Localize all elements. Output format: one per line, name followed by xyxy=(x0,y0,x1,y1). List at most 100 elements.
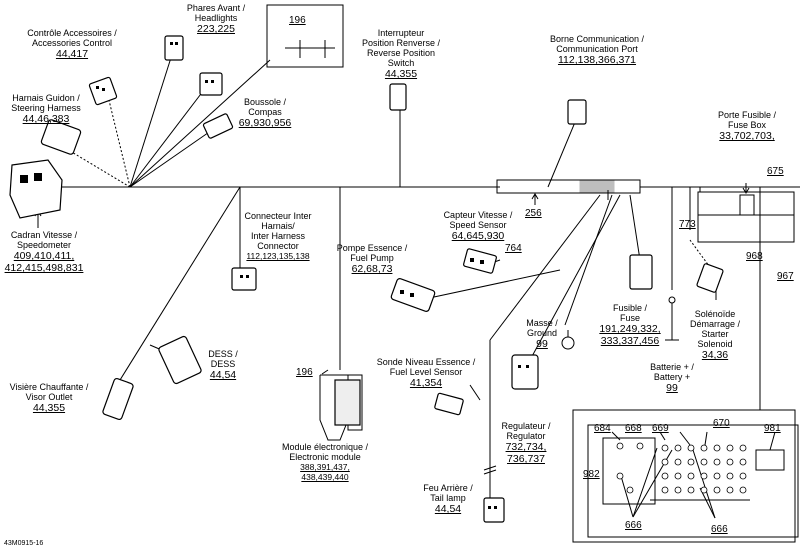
label-line: Borne Communication / xyxy=(549,34,645,44)
ref-number: 44,54 xyxy=(434,503,462,515)
label-line: Headlights xyxy=(194,13,238,23)
label-line: Starter xyxy=(701,329,729,339)
label-compass: Boussole / Compas 69,930,956 xyxy=(234,97,296,129)
label-line: DESS xyxy=(210,359,236,369)
label-line: Position Renverse / xyxy=(361,38,441,48)
label-speedometer: Cadran Vitesse / Speedometer 409,410,411… xyxy=(2,230,86,274)
label-line: Visor Outlet xyxy=(25,392,73,402)
ref-number: 44,355 xyxy=(384,68,418,80)
label-dess: DESS / DESS 44,54 xyxy=(206,349,240,381)
ref-number: 41,354 xyxy=(409,377,443,389)
label-line: Compas xyxy=(248,107,282,117)
label-line: Speedometer xyxy=(16,240,72,250)
figure-code: 43M0915-16 xyxy=(4,540,44,547)
label-line: Cadran Vitesse / xyxy=(10,230,78,240)
label-line: Capteur Vitesse / xyxy=(443,210,513,220)
label-line: Harnais/ xyxy=(261,221,295,231)
ref-668: 668 xyxy=(625,423,642,434)
label-line: Fuel Pump xyxy=(350,253,394,263)
label-fuel-pump: Pompe Essence / Fuel Pump 62,68,73 xyxy=(332,243,412,275)
label-line: Phares Avant / xyxy=(186,3,246,13)
label-line: Module électronique / xyxy=(281,442,369,452)
label-reverse-switch: Interrupteur Position Renverse / Reverse… xyxy=(358,28,444,80)
label-line: Visière Chauffante / xyxy=(9,382,89,392)
label-accessories-control: Contrôle Accessoires / Accessories Contr… xyxy=(22,28,122,60)
label-line: Steering Harness xyxy=(11,103,81,113)
ref-number: 44,54 xyxy=(209,369,237,381)
label-electronic-module: Module électronique / Electronic module … xyxy=(276,442,374,482)
ref-669: 669 xyxy=(652,423,669,434)
label-line: Solenoid xyxy=(697,339,733,349)
label-ground: Masse / Ground 99 xyxy=(518,318,566,350)
ref-764: 764 xyxy=(505,243,522,254)
label-steering-harness: Harnais Guidon / Steering Harness 44,46,… xyxy=(6,93,86,125)
label-line: Fuse Box xyxy=(727,120,767,130)
ref-670: 670 xyxy=(713,418,730,429)
ref-196-top: 196 xyxy=(289,15,306,26)
ref-number: 64,645,930 xyxy=(451,230,505,242)
label-line: Harnais Guidon / xyxy=(12,93,80,103)
label-line: Fuse xyxy=(619,313,640,323)
ref-number: 333,337,456 xyxy=(600,335,660,347)
ref-number: 409,410,411, xyxy=(13,250,75,262)
ref-number: 69,930,956 xyxy=(238,117,292,129)
ref-968: 968 xyxy=(746,251,763,262)
label-line: Porte Fusible / xyxy=(717,110,777,120)
label-line: Tail lamp xyxy=(430,493,466,503)
label-regulator: Regulateur / Regulator 732,734, 736,737 xyxy=(496,421,556,465)
ref-981: 981 xyxy=(764,423,781,434)
ref-773: 773 xyxy=(679,219,696,230)
ref-number: 99 xyxy=(666,382,678,394)
label-line: Boussole / xyxy=(243,97,287,107)
label-battery: Batterie + / Battery + 99 xyxy=(644,362,700,394)
label-line: Inter Harness xyxy=(250,231,306,241)
label-fuel-level-sensor: Sonde Niveau Essence / Fuel Level Sensor… xyxy=(374,357,478,389)
label-line: Sonde Niveau Essence / xyxy=(376,357,476,367)
label-line: Solénoïde xyxy=(694,309,736,319)
ref-number: 112,138,366,371 xyxy=(557,54,637,66)
label-line: Regulateur / xyxy=(501,421,551,431)
ref-number: 44,46,383 xyxy=(22,113,70,125)
label-line: Masse / xyxy=(526,318,558,328)
ref-684: 684 xyxy=(594,423,611,434)
label-line: Fuel Level Sensor xyxy=(389,367,463,377)
label-speed-sensor: Capteur Vitesse / Speed Sensor 64,645,93… xyxy=(440,210,516,242)
label-line: Speed Sensor xyxy=(449,220,507,230)
label-line: Interrupteur xyxy=(377,28,425,38)
ref-666-left: 666 xyxy=(625,520,642,531)
ref-666-right: 666 xyxy=(711,524,728,535)
label-fuse: Fusible / Fuse 191,249,332, 333,337,456 xyxy=(588,303,672,347)
label-starter-solenoid: Solénoïde Démarrage / Starter Solenoid 3… xyxy=(688,309,742,361)
label-line: Reverse Position xyxy=(366,48,436,58)
label-line: Batterie + / xyxy=(650,362,694,372)
ref-196-mid: 196 xyxy=(296,367,313,378)
label-line: Electronic module xyxy=(289,452,361,462)
ref-number: 412,415,498,831 xyxy=(4,262,84,274)
ref-number: 33,702,703, xyxy=(719,130,775,142)
ref-number: 191,249,332, xyxy=(599,323,661,335)
label-line: Fusible / xyxy=(612,303,647,313)
label-line: Contrôle Accessoires / xyxy=(27,28,117,38)
label-line: Accessories Control xyxy=(31,38,113,48)
label-line: Switch xyxy=(387,58,415,68)
ref-number: 44,355 xyxy=(32,402,66,414)
ref-number: 388,391,437, xyxy=(300,462,350,472)
ref-number: 44,417 xyxy=(55,48,89,60)
label-line: DESS / xyxy=(208,349,238,359)
label-line: Battery + xyxy=(653,372,691,382)
ref-967: 967 xyxy=(777,271,794,282)
label-visor-outlet: Visière Chauffante / Visor Outlet 44,355 xyxy=(6,382,92,414)
ref-number: 736,737 xyxy=(507,453,545,465)
label-headlights: Phares Avant / Headlights 223,225 xyxy=(176,3,256,35)
ref-number: 223,225 xyxy=(197,23,235,35)
label-line: Connector xyxy=(257,241,299,251)
label-tail-lamp: Feu Arrière / Tail lamp 44,54 xyxy=(420,483,476,515)
label-line: Feu Arrière / xyxy=(423,483,473,493)
label-communication-port: Borne Communication / Communication Port… xyxy=(542,34,652,66)
ref-number: 34,36 xyxy=(701,349,729,361)
ref-number: 99 xyxy=(536,338,548,350)
label-line: Communication Port xyxy=(556,44,638,54)
ref-number: 732,734, xyxy=(505,441,547,453)
label-line: Connecteur Inter xyxy=(244,211,312,221)
label-line: Ground xyxy=(526,328,558,338)
